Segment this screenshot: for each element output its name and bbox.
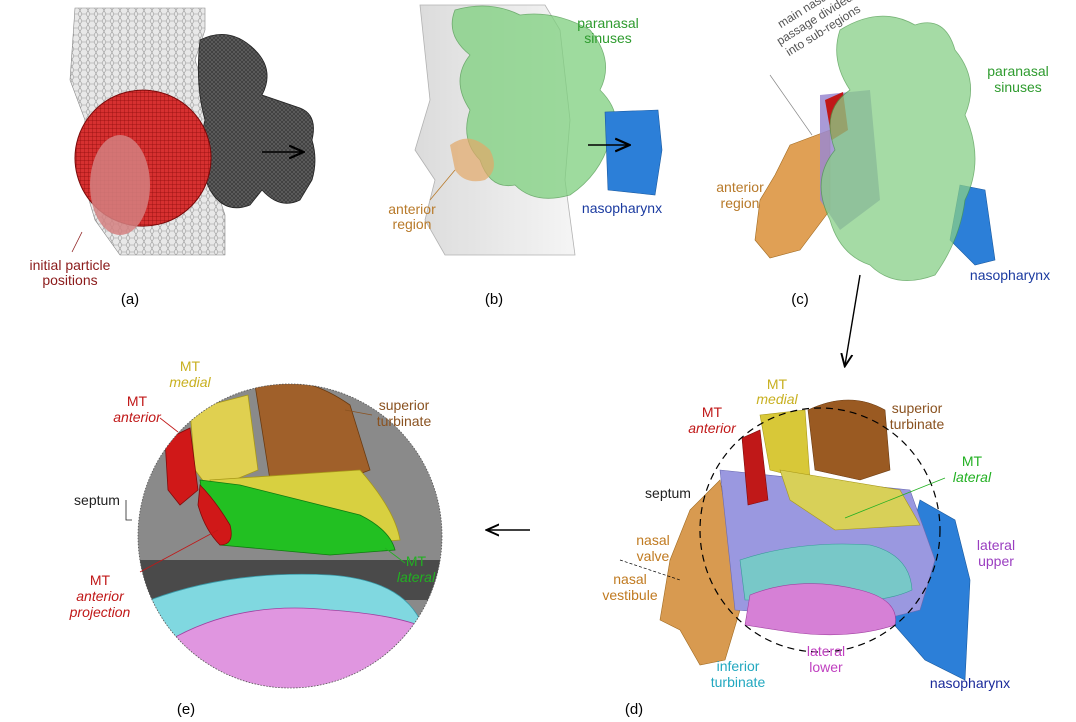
label-mt-lateral-e-1: MT: [406, 553, 427, 569]
label-superior-d-1: superior: [892, 400, 943, 416]
caption-b: (b): [485, 291, 503, 308]
mt-anterior-e: [164, 427, 199, 506]
label-mt-medial-d-2: medial: [756, 391, 798, 407]
label-anterior-b-2: region: [393, 216, 432, 232]
label-lateral-lower-2: lower: [809, 659, 843, 675]
caption-d: (d): [625, 701, 643, 718]
label-mt-medial-e-2: medial: [169, 374, 211, 390]
label-mt-medial-d-1: MT: [767, 376, 788, 392]
label-superior-e-2: turbinate: [377, 413, 432, 429]
leader-vestibule-valve: [619, 559, 681, 581]
label-nasopharynx-b: nasopharynx: [582, 200, 662, 216]
leader-main: [769, 74, 813, 136]
label-nasopharynx-d: nasopharynx: [930, 675, 1010, 691]
caption-a: (a): [121, 291, 139, 308]
nose-tip-shape: [90, 135, 150, 235]
label-mt-lateral-e-2: lateral: [397, 569, 436, 585]
panel-e: MT medial MT anterior superior turbinate…: [69, 358, 443, 718]
label-mt-ant-proj-e-1: MT: [90, 572, 111, 588]
superior-turbinate-e: [254, 384, 371, 486]
label-inferior-2: turbinate: [711, 674, 766, 690]
label-mt-anterior-d-2: anterior: [688, 420, 737, 436]
arrow-c-to-d: [845, 274, 861, 365]
label-mt-medial-e-1: MT: [180, 358, 201, 374]
anterior-region-c: [754, 129, 831, 259]
mt-anterior-d: [741, 429, 769, 506]
zoom-circle-d: [699, 407, 941, 653]
anterior-region-b: [450, 138, 494, 182]
zoom-circle-e: [137, 383, 443, 689]
leader-mt-lateral-e: [384, 547, 406, 564]
label-sinuses-b-1: paranasal: [577, 15, 639, 31]
panel-a: initial particle positions (a): [30, 7, 316, 308]
label-lateral-lower-1: lateral: [807, 643, 845, 659]
label-superior-e-1: superior: [379, 397, 430, 413]
label-sinuses-c-1: paranasal: [987, 63, 1049, 79]
leader-anterior-b: [429, 169, 456, 201]
label-mt-ant-proj-e-3: projection: [69, 604, 131, 620]
label-nasal-vestibule-2: vestibule: [602, 587, 657, 603]
label-nasal-vestibule-1: nasal: [613, 571, 646, 587]
superior-turbinate-d: [807, 399, 891, 481]
label-superior-d-2: turbinate: [890, 416, 945, 432]
sinus-green-c: [820, 15, 976, 281]
mt-lateral-d: [779, 469, 921, 531]
label-septum-e: septum: [74, 492, 120, 508]
sinus-green-region: [451, 5, 617, 199]
label-sinuses-b-2: sinuses: [584, 30, 631, 46]
label-septum-d: septum: [645, 485, 691, 501]
caption-e: (e): [177, 701, 195, 718]
caption-c: (c): [791, 291, 809, 308]
mt-ant-projection-e: [197, 484, 232, 546]
label-anterior-b-1: anterior: [388, 201, 436, 217]
bracket-septum-e: [125, 500, 132, 521]
label-mt-anterior-e-1: MT: [127, 393, 148, 409]
panel-d: MT anterior MT medial superior turbinate…: [602, 376, 1015, 718]
leader-mt-lateral-d: [844, 477, 946, 519]
label-anterior-c-1: anterior: [716, 179, 764, 195]
leader-mt-anterior-e: [159, 417, 179, 433]
label-mt-lateral-d-1: MT: [962, 453, 983, 469]
leader-initial: [71, 231, 83, 253]
lateral-lower-d: [744, 583, 896, 636]
panel-c: main nasal passage divided into sub-regi…: [716, 0, 1050, 308]
label-mt-anterior-e-2: anterior: [113, 409, 162, 425]
label-sinuses-c-2: sinuses: [994, 79, 1041, 95]
label-initial-2: positions: [42, 272, 97, 288]
label-nasal-valve-1: nasal: [636, 532, 669, 548]
label-initial-1: initial particle: [30, 257, 111, 273]
label-inferior-1: inferior: [717, 658, 760, 674]
label-lateral-upper-2: upper: [978, 553, 1014, 569]
label-nasopharynx-c: nasopharynx: [970, 267, 1050, 283]
label-anterior-c-2: region: [721, 195, 760, 211]
nasal-cavity-mesh: [197, 34, 316, 209]
label-mt-lateral-d-2: lateral: [953, 469, 992, 485]
label-mt-ant-proj-e-2: anterior: [76, 588, 125, 604]
label-mt-anterior-d-1: MT: [702, 404, 723, 420]
panel-b: paranasal sinuses anterior region nasoph…: [388, 4, 663, 308]
label-nasal-valve-2: valve: [637, 548, 670, 564]
leader-mt-ant-proj-e: [139, 529, 219, 573]
mt-medial-d: [759, 409, 811, 481]
label-lateral-upper-1: lateral: [977, 537, 1015, 553]
leader-superior-e: [344, 409, 373, 416]
nasopharynx-b: [604, 109, 663, 196]
